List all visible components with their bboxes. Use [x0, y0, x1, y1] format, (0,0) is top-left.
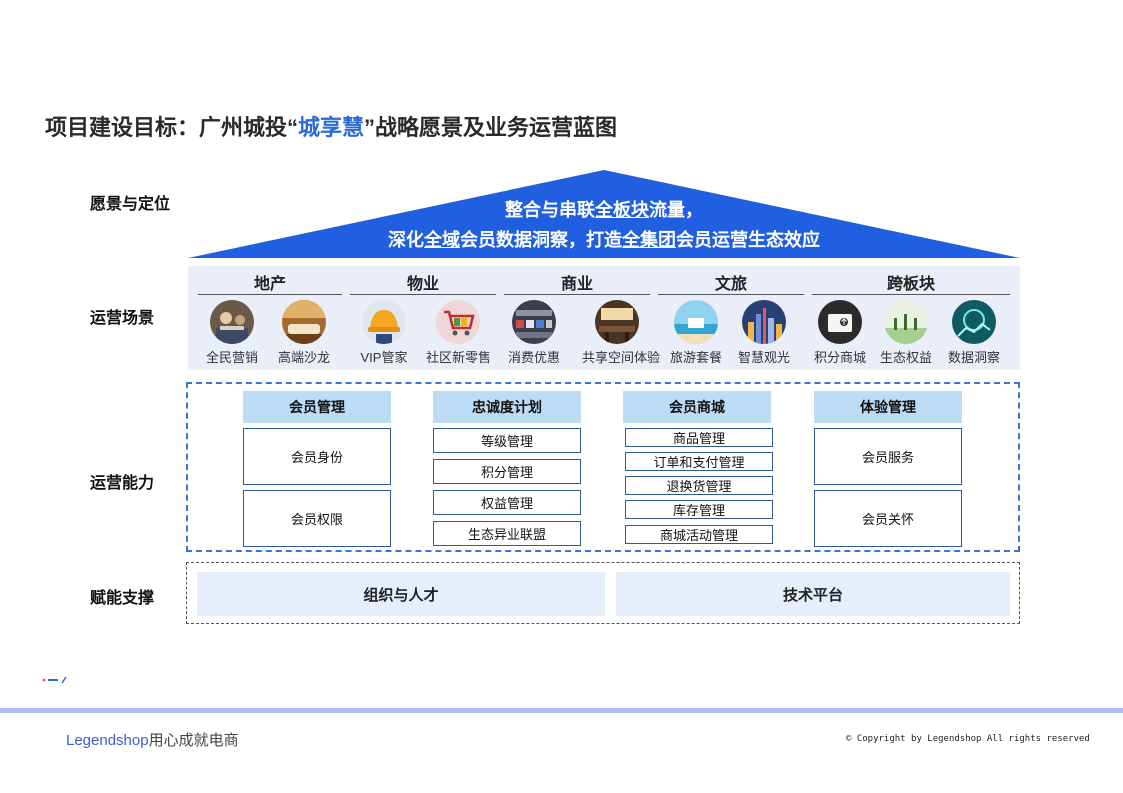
- vision-text: 深化: [388, 230, 424, 250]
- scene-label: 全民营销: [205, 350, 258, 365]
- cap-item[interactable]: 生态异业联盟: [433, 521, 581, 546]
- scene-item[interactable]: 智慧观光: [732, 300, 796, 366]
- cap-item[interactable]: 会员服务: [814, 428, 962, 485]
- support-org[interactable]: 组织与人才: [197, 572, 605, 616]
- scene-label: 社区新零售: [426, 350, 492, 365]
- cap-item[interactable]: 会员权限: [243, 490, 391, 547]
- support-tech[interactable]: 技术平台: [616, 572, 1010, 616]
- hard-hat-icon: [362, 300, 406, 344]
- scene-item[interactable]: VIP管家: [352, 300, 416, 366]
- shared-space-icon: [595, 300, 639, 344]
- scene-group-title: 物业: [406, 276, 439, 293]
- vision-line-1: 整合与串联全板块流量，: [188, 196, 1020, 222]
- cap-title-member-mgmt: 会员管理: [243, 391, 391, 423]
- scene-group-real-estate: 地产 全民营销 高端沙龙: [198, 266, 342, 370]
- divider: [198, 294, 342, 295]
- scene-group-culture-tourism: 文旅 旅游套餐 智慧观光: [658, 266, 804, 370]
- scene-label: 智慧观光: [737, 350, 790, 365]
- cap-title-experience: 体验管理: [814, 391, 962, 423]
- lounge-icon: [282, 300, 326, 344]
- scene-group-property: 物业 VIP管家 社区新零售: [350, 266, 496, 370]
- row-label-capability: 运营能力: [90, 475, 155, 492]
- scene-item[interactable]: 消费优惠: [502, 300, 566, 366]
- vision-text: 会员运营生态效应: [676, 230, 820, 250]
- row-label-support: 赋能支撑: [90, 590, 155, 607]
- scene-label: 旅游套餐: [669, 350, 722, 365]
- scene-item[interactable]: 旅游套餐: [664, 300, 728, 366]
- city-skyline-icon: [742, 300, 786, 344]
- vision-text: 会员数据洞察，打造: [460, 230, 622, 250]
- cap-item[interactable]: 退换货管理: [625, 476, 773, 495]
- cap-item[interactable]: 订单和支付管理: [625, 452, 773, 471]
- scene-item[interactable]: 数据洞察: [942, 300, 1006, 366]
- cap-item[interactable]: 库存管理: [625, 500, 773, 519]
- scene-group-title: 文旅: [714, 276, 747, 293]
- footer-bar: [0, 708, 1123, 713]
- people-meeting-icon: [210, 300, 254, 344]
- vision-text-underlined: 全集团: [622, 230, 676, 250]
- scene-label: 共享空间体验: [582, 350, 661, 365]
- page-title: 项目建设目标：广州城投“城享慧”战略愿景及业务运营蓝图: [45, 110, 617, 142]
- vision-text-underlined: 全板块: [595, 200, 649, 220]
- scene-label: 积分商城: [813, 350, 866, 365]
- decorative-mark: [42, 676, 67, 684]
- scene-item[interactable]: 高端沙龙: [272, 300, 336, 366]
- title-prefix: 项目建设目标：广州城投“: [45, 115, 299, 140]
- scene-label: 生态权益: [879, 350, 932, 365]
- vision-line-2: 深化全域会员数据洞察，打造全集团会员运营生态效应: [188, 226, 1020, 252]
- shopping-cart-icon: [436, 300, 480, 344]
- cap-item[interactable]: 会员身份: [243, 428, 391, 485]
- divider: [504, 294, 650, 295]
- scene-group-cross-sector: 跨板块 积分商城 生态权益 数据洞察: [812, 266, 1010, 370]
- support-panel: 组织与人才 技术平台: [186, 562, 1020, 624]
- cap-item[interactable]: 权益管理: [433, 490, 581, 515]
- beach-icon: [674, 300, 718, 344]
- data-insight-icon: [952, 300, 996, 344]
- scene-item[interactable]: 生态权益: [874, 300, 938, 366]
- scene-item[interactable]: 积分商城: [808, 300, 872, 366]
- scene-item[interactable]: 社区新零售: [426, 300, 492, 366]
- brand-en: Legendshop: [66, 732, 149, 749]
- shopping-mall-icon: [512, 300, 556, 344]
- scene-label: 高端沙龙: [277, 350, 330, 365]
- row-label-vision: 愿景与定位: [90, 196, 171, 213]
- vision-text: 整合与串联: [505, 200, 595, 220]
- cap-item[interactable]: 商品管理: [625, 428, 773, 447]
- scene-group-title: 商业: [560, 276, 593, 293]
- ecology-icon: [884, 300, 928, 344]
- capabilities-panel: 会员管理 会员身份 会员权限 忠诚度计划 等级管理 积分管理 权益管理 生态异业…: [186, 382, 1020, 552]
- vision-text: 流量，: [649, 200, 703, 220]
- scenes-panel: 地产 全民营销 高端沙龙 物业 VIP管家 社区新: [188, 266, 1020, 370]
- vision-roof: [188, 170, 1020, 258]
- scene-item[interactable]: 共享空间体验: [582, 300, 661, 366]
- vision-text-underlined: 全域: [424, 230, 460, 250]
- scene-label: 消费优惠: [507, 350, 560, 365]
- copyright: © Copyright by Legendshop All rights res…: [846, 734, 1090, 744]
- cap-title-mall: 会员商城: [623, 391, 771, 423]
- scene-group-title: 跨板块: [886, 276, 935, 293]
- scene-group-title: 地产: [253, 276, 286, 293]
- scene-group-commerce: 商业 消费优惠 共享空间体验: [502, 266, 661, 370]
- divider: [350, 294, 496, 295]
- cap-item[interactable]: 积分管理: [433, 459, 581, 484]
- scene-label: VIP管家: [360, 350, 408, 365]
- scene-label: 数据洞察: [947, 350, 1000, 365]
- cap-title-loyalty: 忠诚度计划: [433, 391, 581, 423]
- scene-item[interactable]: 全民营销: [200, 300, 264, 366]
- row-label-scenes: 运营场景: [90, 310, 155, 327]
- points-mall-icon: [818, 300, 862, 344]
- divider: [812, 294, 1010, 295]
- divider: [658, 294, 804, 295]
- cap-item[interactable]: 会员关怀: [814, 490, 962, 547]
- title-suffix: ”战略愿景及业务运营蓝图: [364, 115, 618, 140]
- brand-cn: 用心成就电商: [148, 732, 239, 749]
- title-highlight: 城享慧: [298, 115, 365, 140]
- brand-name: Legendshop用心成就电商: [66, 729, 239, 750]
- cap-item[interactable]: 等级管理: [433, 428, 581, 453]
- cap-item[interactable]: 商城活动管理: [625, 525, 773, 544]
